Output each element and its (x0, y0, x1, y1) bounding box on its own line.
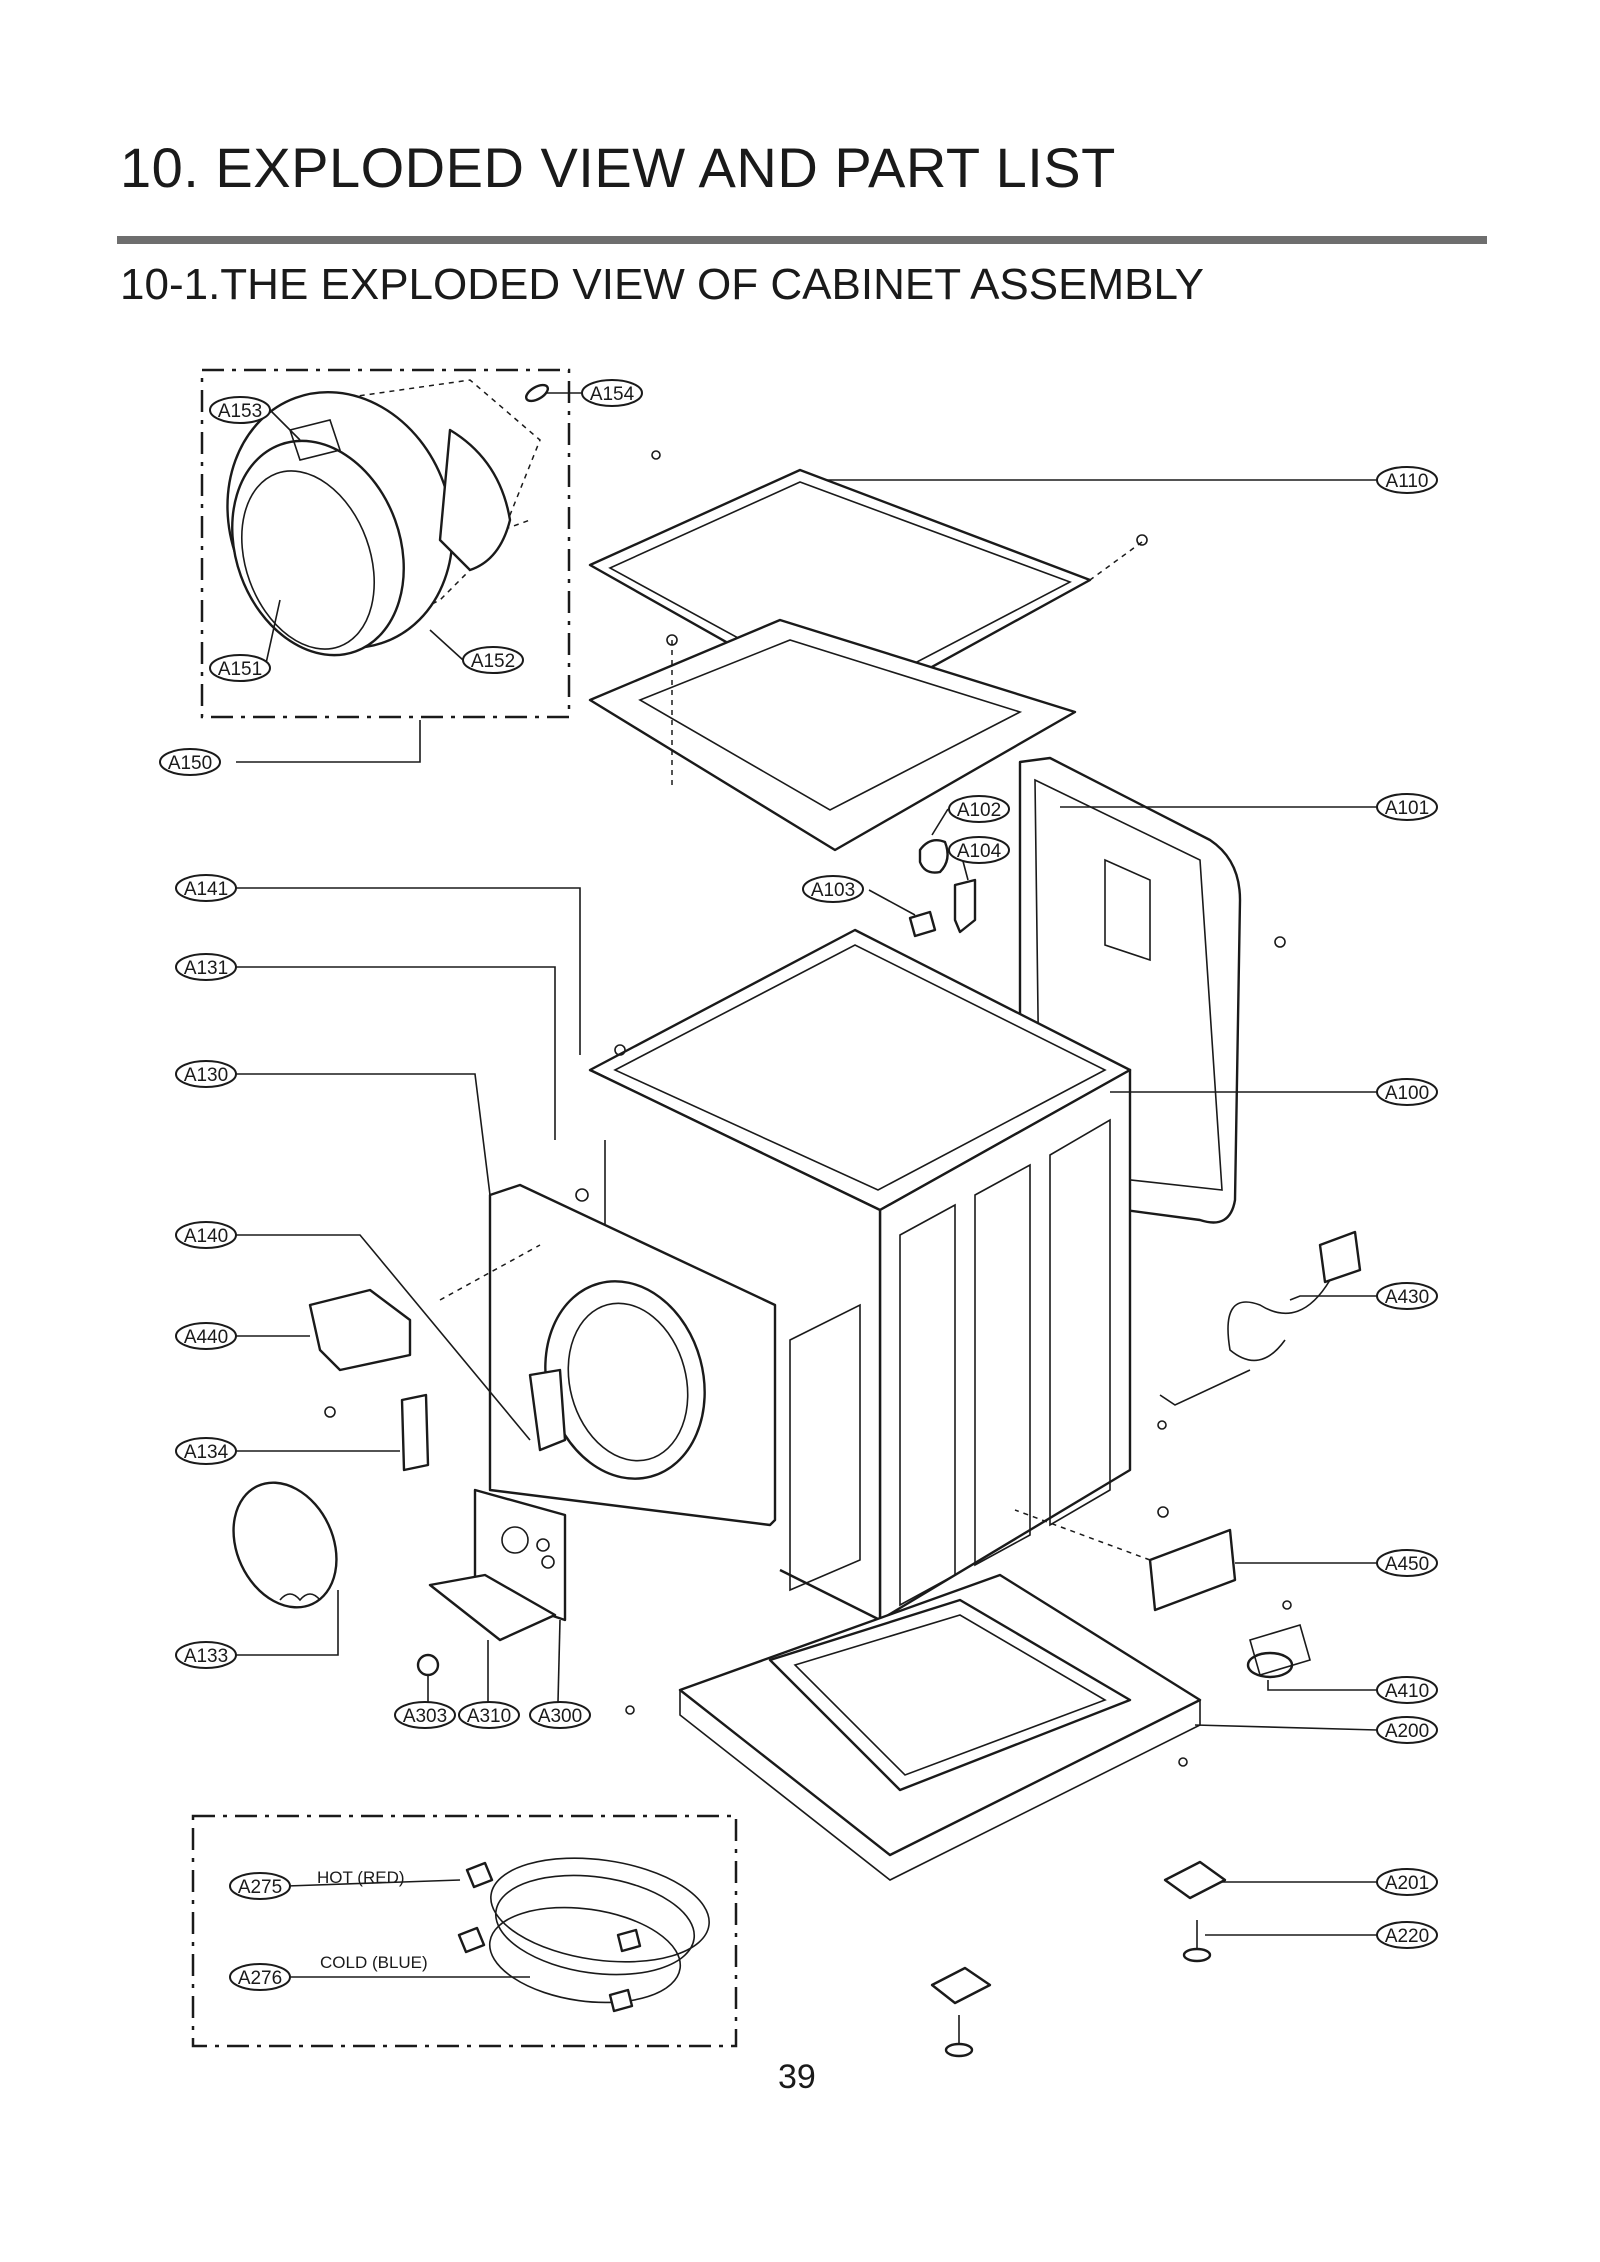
svg-text:A310: A310 (467, 1706, 511, 1727)
hoses-group-frame (191, 1814, 738, 2048)
svg-text:A410: A410 (1385, 1681, 1429, 1702)
svg-text:A220: A220 (1385, 1926, 1429, 1947)
callout-a153: A153 (209, 396, 271, 424)
svg-text:A430: A430 (1385, 1287, 1429, 1308)
callout-a200: A200 (1376, 1716, 1438, 1744)
callout-a220: A220 (1376, 1921, 1438, 1949)
callout-a430: A430 (1376, 1282, 1438, 1310)
svg-text:A131: A131 (184, 958, 228, 979)
svg-text:A151: A151 (218, 659, 262, 680)
callout-a150: A150 (159, 748, 221, 776)
control-parts-drawing (232, 1288, 430, 1609)
door-assembly-drawing (226, 379, 661, 657)
page-title: 10. EXPLODED VIEW AND PART LIST (120, 136, 1116, 199)
svg-text:A102: A102 (957, 800, 1001, 821)
svg-text:A450: A450 (1385, 1554, 1429, 1575)
feet-drawing (930, 1757, 1227, 2058)
callout-a450: A450 (1376, 1549, 1438, 1577)
small-parts-drawing (908, 839, 977, 938)
svg-text:A154: A154 (590, 384, 635, 405)
callout-a151: A151 (209, 654, 271, 682)
svg-text:A101: A101 (1385, 798, 1429, 819)
title-divider (117, 236, 1487, 244)
svg-text:A153: A153 (218, 401, 262, 422)
callout-a104: A104 (948, 836, 1010, 864)
callout-a131: A131 (175, 953, 237, 981)
callout-a154: A154 (581, 379, 643, 407)
electrical-parts-drawing (1014, 1230, 1362, 1679)
callout-a303: A303 (394, 1701, 456, 1729)
door-assembly-group-frame (200, 368, 571, 719)
leader-lines (236, 392, 1378, 1978)
svg-text:A130: A130 (184, 1065, 228, 1086)
callout-a310: A310 (458, 1701, 520, 1729)
callout-a141: A141 (175, 874, 237, 902)
svg-text:A133: A133 (184, 1646, 228, 1667)
callout-a152: A152 (462, 646, 524, 674)
callout-a276: A276 (229, 1963, 291, 1991)
svg-text:A200: A200 (1385, 1721, 1429, 1742)
cold-hose-label: COLD (BLUE) (320, 1953, 428, 1972)
svg-text:A103: A103 (811, 880, 855, 901)
svg-text:A110: A110 (1386, 471, 1429, 492)
callout-a201: A201 (1376, 1868, 1438, 1896)
section-title: 10-1.THE EXPLODED VIEW OF CABINET ASSEMB… (120, 260, 1205, 309)
svg-text:A300: A300 (538, 1706, 582, 1727)
svg-text:A152: A152 (471, 651, 515, 672)
svg-text:A134: A134 (184, 1442, 229, 1463)
callout-a103: A103 (802, 875, 864, 903)
svg-text:A100: A100 (1385, 1083, 1429, 1104)
callout-a110: A110 (1376, 466, 1438, 494)
base-frame-drawing (678, 1573, 1202, 1881)
callout-a100: A100 (1376, 1078, 1438, 1106)
callout-a134: A134 (175, 1437, 237, 1465)
svg-text:A275: A275 (238, 1877, 282, 1898)
callout-a133: A133 (175, 1641, 237, 1669)
callout-a410: A410 (1376, 1676, 1438, 1704)
svg-text:A141: A141 (184, 879, 228, 900)
callout-a140: A140 (175, 1221, 237, 1249)
page-number: 39 (778, 2058, 816, 2096)
callout-a440: A440 (175, 1322, 237, 1350)
hoses-drawing: HOT (RED) COLD (BLUE) (317, 1857, 710, 2013)
svg-text:A150: A150 (168, 753, 212, 774)
svg-text:A276: A276 (238, 1968, 282, 1989)
svg-text:A303: A303 (403, 1706, 447, 1727)
svg-text:A104: A104 (957, 841, 1002, 862)
front-panel-drawing (439, 1183, 777, 1527)
callout-a275: A275 (229, 1872, 291, 1900)
callout-a300: A300 (529, 1701, 591, 1729)
svg-text:A140: A140 (184, 1226, 228, 1247)
callout-a101: A101 (1376, 793, 1438, 821)
svg-text:A201: A201 (1385, 1873, 1429, 1894)
lower-front-drawing (416, 1488, 635, 1715)
svg-text:A440: A440 (184, 1327, 228, 1348)
callout-a130: A130 (175, 1060, 237, 1088)
callout-a102: A102 (948, 795, 1010, 823)
top-plate-drawing (588, 468, 1148, 852)
